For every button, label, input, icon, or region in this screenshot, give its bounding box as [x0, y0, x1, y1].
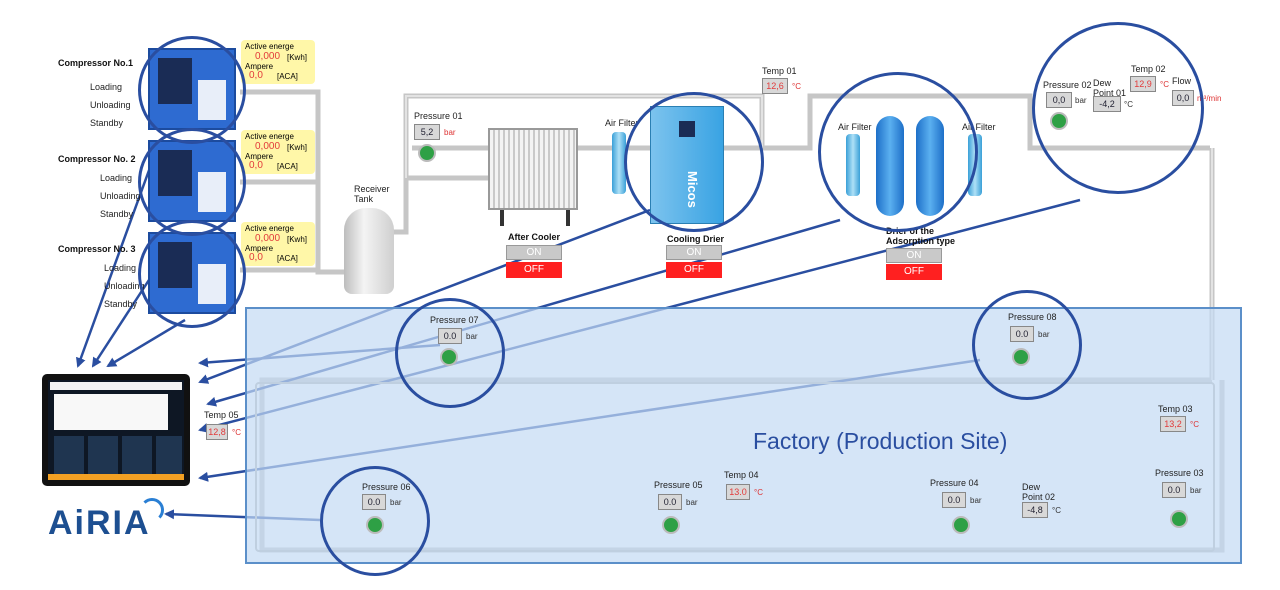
- air-filter-1-label: Air Filter: [605, 118, 639, 128]
- cooling-drier-on-button[interactable]: ON: [666, 245, 722, 260]
- pressure01-sensor-icon: [418, 144, 436, 162]
- after-cooler-label: After Cooler: [508, 232, 561, 242]
- pressure04-unit: bar: [970, 496, 982, 505]
- compressor-3-energy-value: 0,000: [255, 233, 281, 244]
- factory-label: Factory (Production Site): [753, 428, 1008, 454]
- pressure01-label: Pressure 01: [414, 111, 463, 121]
- compressor-1-energy-panel: Active energe 0,000 [Kwh] Ampere 0,0 [AC…: [241, 40, 315, 84]
- pressure01-unit: bar: [444, 128, 456, 137]
- compressor-3-name: Compressor No. 3: [58, 244, 136, 254]
- cooling-drier-highlight: [624, 92, 764, 232]
- pressure04-value: 0.0: [942, 492, 966, 508]
- pressure04-label: Pressure 04: [930, 478, 979, 488]
- pressure06-highlight: [320, 466, 430, 576]
- pressure08-highlight: [972, 290, 1082, 400]
- compressor-3-energy-label: Active energe: [245, 224, 294, 233]
- temp03-value: 13,2: [1160, 416, 1186, 432]
- dewpoint02-label: Dew Point 02: [1022, 482, 1056, 502]
- compressor-1-state-loading: Loading: [90, 82, 123, 92]
- monitoring-tablet[interactable]: [42, 374, 190, 486]
- receiver-tank[interactable]: [344, 208, 394, 294]
- compressor-2-energy-unit: [Kwh]: [287, 143, 308, 152]
- temp01-label: Temp 01: [762, 66, 797, 76]
- compressor-1-energy-label: Active energe: [245, 42, 294, 51]
- compressor-1-state-unloading: Unloading: [90, 100, 131, 110]
- compressor-3-ampere-label: Ampere: [245, 244, 274, 253]
- temp04-label: Temp 04: [724, 470, 759, 480]
- compressor-1-energy-unit: [Kwh]: [287, 53, 308, 62]
- temp03-label: Temp 03: [1158, 404, 1193, 414]
- compressor-3-ampere-value: 0,0: [249, 252, 263, 263]
- pressure05-value: 0.0: [658, 494, 682, 510]
- compressor-3-state-loading: Loading: [104, 263, 137, 273]
- compressor-3-highlight: [138, 220, 246, 328]
- pressure05-sensor-icon: [662, 516, 680, 534]
- pressure05-label: Pressure 05: [654, 480, 703, 490]
- air-filter-3-label: Air Filter: [962, 122, 996, 132]
- air-filter-1[interactable]: [612, 132, 626, 194]
- compressor-2-energy-value: 0,000: [255, 141, 281, 152]
- sensor-cluster-highlight: [1032, 22, 1204, 194]
- factory-pipe-loop: [255, 382, 1215, 552]
- compressor-2-ampere-value: 0,0: [249, 160, 263, 171]
- compressor-1-ampere-unit: [ACA]: [277, 72, 298, 81]
- compressor-3-state-standby: Standby: [104, 299, 138, 309]
- dewpoint02-value: -4,8: [1022, 502, 1048, 518]
- temp04-unit: °C: [754, 488, 763, 497]
- after-cooler-unit[interactable]: [488, 128, 578, 210]
- receiver-tank-label: Receiver Tank: [354, 184, 390, 204]
- pressure01-value: 5,2: [414, 124, 440, 140]
- compressor-2-state-unloading: Unloading: [100, 191, 141, 201]
- airia-logo-swoosh: [140, 498, 164, 522]
- pressure03-sensor-icon: [1170, 510, 1188, 528]
- pressure05-unit: bar: [686, 498, 698, 507]
- cooling-drier-label: Cooling Drier: [667, 234, 725, 244]
- compressor-3-energy-unit: [Kwh]: [287, 235, 308, 244]
- pressure03-value: 0.0: [1162, 482, 1186, 498]
- compressor-2-state-loading: Loading: [100, 173, 133, 183]
- airia-logo: AiRIA: [48, 504, 151, 542]
- pressure03-label: Pressure 03: [1155, 468, 1204, 478]
- temp05-unit: °C: [232, 428, 241, 437]
- compressor-2-ampere-unit: [ACA]: [277, 162, 298, 171]
- temp01-unit: °C: [792, 82, 801, 91]
- compressor-1-state-standby: Standby: [90, 118, 124, 128]
- adsorption-drier-highlight: [818, 72, 978, 232]
- after-cooler-off-button[interactable]: OFF: [506, 262, 562, 278]
- compressor-1-name: Compressor No.1: [58, 58, 134, 68]
- temp05-label: Temp 05: [204, 410, 239, 420]
- compressor-3-energy-panel: Active energe 0,000 [Kwh] Ampere 0,0 [AC…: [241, 222, 315, 266]
- temp05-value: 12,8: [206, 424, 228, 440]
- compressor-2-name: Compressor No. 2: [58, 154, 136, 164]
- adsorption-drier-off-button[interactable]: OFF: [886, 264, 942, 280]
- flow-unit: m³/min: [1197, 94, 1222, 103]
- temp01-value: 12,6: [762, 78, 788, 94]
- compressor-1-energy-value: 0,000: [255, 51, 281, 62]
- compressor-3-ampere-unit: [ACA]: [277, 254, 298, 263]
- compressor-2-ampere-label: Ampere: [245, 152, 274, 161]
- temp03-unit: °C: [1190, 420, 1199, 429]
- pressure07-highlight: [395, 298, 505, 408]
- compressor-2-state-standby: Standby: [100, 209, 134, 219]
- temp04-value: 13.0: [726, 484, 750, 500]
- pressure04-sensor-icon: [952, 516, 970, 534]
- pressure03-unit: bar: [1190, 486, 1202, 495]
- compressor-1-ampere-value: 0,0: [249, 70, 263, 81]
- compressor-2-energy-panel: Active energe 0,000 [Kwh] Ampere 0,0 [AC…: [241, 130, 315, 174]
- compressor-3-state-unloading: Unloading: [104, 281, 145, 291]
- compressor-2-energy-label: Active energe: [245, 132, 294, 141]
- cooling-drier-off-button[interactable]: OFF: [666, 262, 722, 278]
- adsorption-drier-on-button[interactable]: ON: [886, 248, 942, 263]
- after-cooler-on-button[interactable]: ON: [506, 245, 562, 260]
- compressor-1-ampere-label: Ampere: [245, 62, 274, 71]
- dewpoint02-unit: °C: [1052, 506, 1061, 515]
